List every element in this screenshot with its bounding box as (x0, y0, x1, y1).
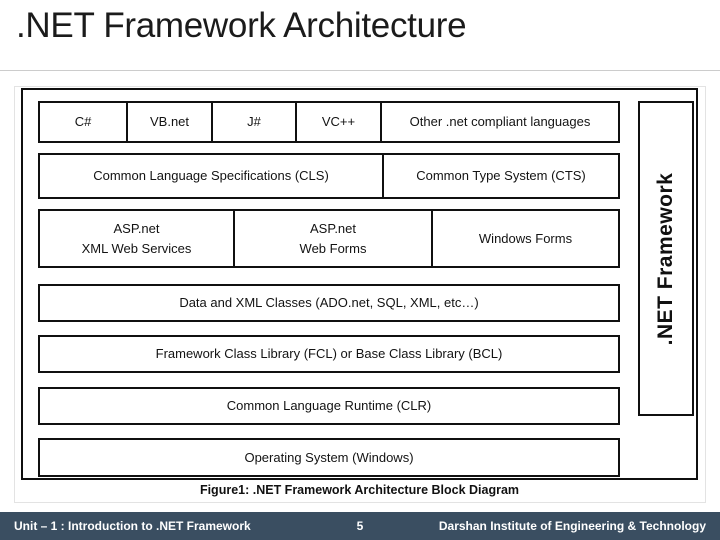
box-vcpp-label: VC++ (321, 114, 356, 129)
diagram-row-clr: Common Language Runtime (CLR) (38, 387, 620, 425)
box-csharp-label: C# (74, 114, 92, 129)
diagram-row-languages: C# VB.net J# VC++ Other .net compliant l… (38, 101, 620, 143)
box-windows-forms: Windows Forms (431, 211, 618, 266)
box-cls: Common Language Specifications (CLS) (40, 155, 382, 197)
box-jsharp: J# (211, 103, 295, 141)
footer-bar: Unit – 1 : Introduction to .NET Framewor… (0, 512, 720, 540)
net-framework-side-label: .NET Framework (654, 172, 677, 345)
box-aspnet-xml-line1: ASP.net (113, 220, 160, 236)
box-vcpp: VC++ (295, 103, 380, 141)
footer-institute-label: Darshan Institute of Engineering & Techn… (438, 519, 706, 533)
box-other-languages-label: Other .net compliant languages (409, 114, 591, 129)
box-vbnet: VB.net (126, 103, 211, 141)
box-aspnet-webforms-line1: ASP.net (309, 220, 357, 236)
box-vbnet-label: VB.net (149, 114, 190, 129)
net-framework-side-box: .NET Framework (638, 101, 694, 416)
box-clr: Common Language Runtime (CLR) (40, 389, 618, 423)
box-aspnet-web-forms: ASP.net Web Forms (233, 211, 431, 266)
box-operating-system: Operating System (Windows) (40, 440, 618, 475)
diagram-row-os: Operating System (Windows) (38, 438, 620, 477)
box-csharp: C# (40, 103, 126, 141)
footer-page-number: 5 (356, 519, 364, 533)
diagram-row-fcl-bcl: Framework Class Library (FCL) or Base Cl… (38, 335, 620, 373)
box-clr-label: Common Language Runtime (CLR) (226, 398, 432, 413)
title-divider (0, 70, 720, 71)
diagram-panel: C# VB.net J# VC++ Other .net compliant l… (14, 86, 706, 503)
page-title: .NET Framework Architecture (16, 6, 467, 45)
box-aspnet-webforms-line2: Web Forms (299, 240, 367, 256)
box-other-languages: Other .net compliant languages (380, 103, 618, 141)
box-data-xml-classes: Data and XML Classes (ADO.net, SQL, XML,… (40, 286, 618, 320)
box-fcl-bcl-label: Framework Class Library (FCL) or Base Cl… (155, 346, 503, 361)
box-cts: Common Type System (CTS) (382, 155, 618, 197)
box-aspnet-xml-web-services: ASP.net XML Web Services (40, 211, 233, 266)
diagram-row-data-xml: Data and XML Classes (ADO.net, SQL, XML,… (38, 284, 620, 322)
diagram-row-cls-cts: Common Language Specifications (CLS) Com… (38, 153, 620, 199)
diagram-row-presentation: ASP.net XML Web Services ASP.net Web For… (38, 209, 620, 268)
box-fcl-bcl: Framework Class Library (FCL) or Base Cl… (40, 337, 618, 371)
box-data-xml-classes-label: Data and XML Classes (ADO.net, SQL, XML,… (179, 295, 479, 310)
box-cls-label: Common Language Specifications (CLS) (93, 168, 329, 183)
box-aspnet-xml-line2: XML Web Services (81, 240, 192, 256)
box-windows-forms-label: Windows Forms (478, 230, 573, 246)
box-cts-label: Common Type System (CTS) (416, 168, 586, 183)
box-jsharp-label: J# (247, 114, 261, 129)
footer-unit-label: Unit – 1 : Introduction to .NET Framewor… (14, 519, 251, 533)
box-operating-system-label: Operating System (Windows) (244, 449, 414, 465)
figure-caption: Figure1: .NET Framework Architecture Blo… (199, 483, 520, 497)
